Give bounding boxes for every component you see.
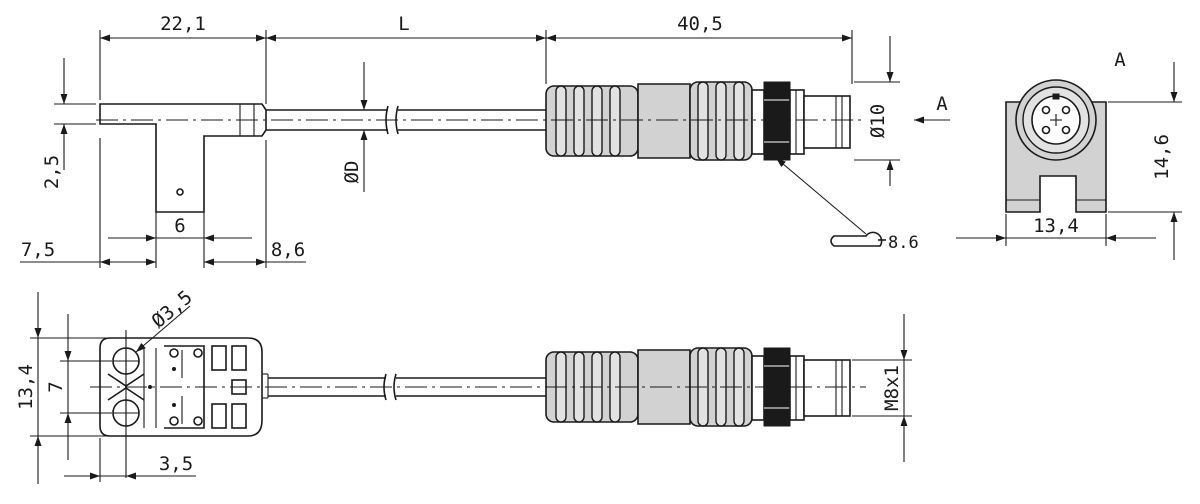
bottom-view: 13,4 7 Ø3,5 3,5 M8x1 xyxy=(15,286,912,484)
dim-view-width: 13,4 xyxy=(1033,215,1079,237)
knurled-nut xyxy=(763,81,791,161)
dim-left-offset: 7,5 xyxy=(21,239,55,261)
connector-grip-top xyxy=(545,81,851,161)
dim-hole-diameter: Ø3,5 xyxy=(148,286,197,332)
dim-cable-diameter: ØD xyxy=(341,161,363,184)
dim-hole-offset: 3,5 xyxy=(159,453,193,475)
dim-view-height: 14,6 xyxy=(1151,134,1173,180)
mounting-hole-mark xyxy=(176,188,184,196)
dim-wrench-size: 8.6 xyxy=(888,233,919,253)
pin-1 xyxy=(1041,105,1051,115)
dim-hole-spacing: 7 xyxy=(45,381,67,392)
pin-3 xyxy=(1041,125,1051,135)
dim-tab-height: 2,5 xyxy=(41,155,63,189)
dim-thread: M8x1 xyxy=(881,365,903,411)
view-a-label: A xyxy=(936,93,948,115)
dim-tab-width: 6 xyxy=(174,215,185,237)
pin-4 xyxy=(1061,125,1071,135)
wrench-leader xyxy=(775,157,867,235)
dim-bottom-height: 13,4 xyxy=(15,364,37,410)
dim-connector-length: 40,5 xyxy=(677,13,723,35)
dim-cable-length: L xyxy=(398,13,409,35)
end-view-a: A 14,6 13,4 xyxy=(956,49,1182,260)
wrench-icon xyxy=(830,231,886,247)
dim-connector-diameter: Ø10 xyxy=(867,104,889,138)
top-view: 22,1 L 40,5 2,5 6 7,5 8,6 ØD Ø10 A xyxy=(20,13,950,268)
dim-right-offset: 8,6 xyxy=(271,239,305,261)
dim-top-width: 22,1 xyxy=(160,13,206,35)
pin-2 xyxy=(1061,105,1071,115)
t-connector-body xyxy=(99,103,267,213)
view-a-title: A xyxy=(1114,49,1126,71)
